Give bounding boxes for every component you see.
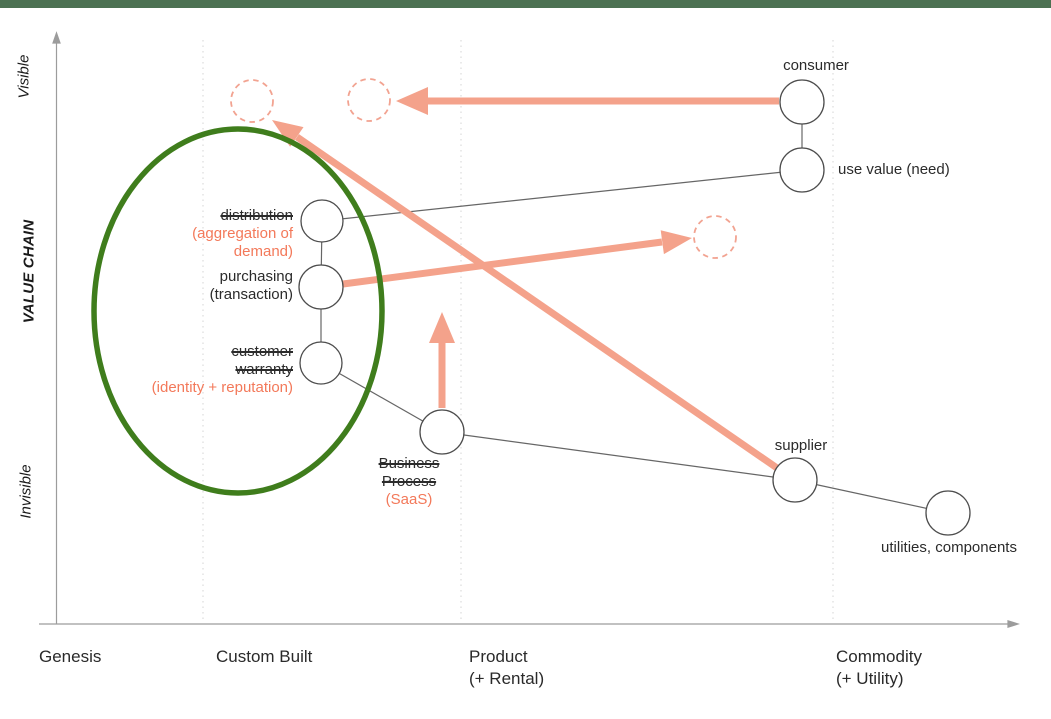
x-label-product-line2: (+ Rental): [469, 669, 545, 688]
evolution-gridlines: [202, 40, 834, 623]
label-utilities: utilities, components: [881, 539, 1017, 556]
axes: [39, 31, 1020, 629]
x-label-product-line1: Product: [469, 647, 528, 666]
label-distribution-old: distribution: [220, 207, 293, 224]
node-utilities: [925, 490, 971, 536]
top-accent-bar: [0, 0, 1051, 8]
label-business-process: Business Process (SaaS): [349, 455, 469, 509]
component-nodes: [298, 79, 971, 536]
node-business-process: [419, 409, 465, 455]
edge-supplier-utilities: [794, 479, 949, 514]
arrow-consumer-left: [396, 87, 779, 115]
node-customer-warranty: [299, 341, 343, 385]
y-axis-title: VALUE CHAIN: [20, 219, 38, 324]
node-use-value: [779, 147, 825, 193]
node-purchasing: [298, 264, 344, 310]
label-use-value: use value (need): [838, 161, 950, 178]
y-axis-visible-label: Visible: [15, 54, 33, 99]
future-circle-genesis: [230, 79, 274, 123]
x-label-commodity-line1: Commodity: [836, 647, 922, 666]
x-label-product: Product (+ Rental): [469, 646, 544, 690]
x-axis-arrowhead: [1007, 619, 1020, 629]
future-circle-product: [693, 215, 737, 259]
label-consumer: consumer: [783, 57, 849, 74]
x-label-genesis: Genesis: [39, 647, 102, 666]
evolution-arrows: [272, 87, 779, 471]
edge-usevalue-distribution: [321, 169, 803, 222]
x-label-custom-built: Custom Built: [216, 647, 313, 666]
y-axis-invisible-label: Invisible: [17, 464, 35, 519]
label-warranty-old-line1: customer: [231, 343, 293, 360]
label-warranty-old-line2: warranty: [235, 361, 293, 378]
label-purchasing-line2: (transaction): [209, 286, 293, 303]
label-bp-old-line1: Business: [378, 455, 440, 472]
label-bp-old-line2: Process: [381, 473, 437, 490]
label-distribution-new-line2: demand): [233, 243, 293, 260]
label-purchasing-line1: purchasing: [219, 268, 293, 285]
arrow-supplier-to-genesis: [272, 120, 779, 471]
highlight-ellipse: [91, 126, 385, 496]
node-consumer: [779, 79, 825, 125]
future-position-circles: [230, 78, 737, 259]
label-distribution-new-line1: (aggregation of: [192, 225, 293, 242]
edge-businessprocess-supplier: [441, 431, 796, 481]
node-distribution: [300, 199, 344, 243]
arrow-businessprocess-up: [429, 312, 455, 408]
label-purchasing: purchasing (transaction): [133, 268, 293, 304]
edge-warranty-businessprocess: [320, 362, 443, 433]
label-distribution: distribution (aggregation of demand): [133, 207, 293, 261]
node-supplier: [772, 457, 818, 503]
label-supplier: supplier: [774, 437, 828, 454]
future-circle-custom: [347, 78, 391, 122]
label-customer-warranty: customer warranty (identity + reputation…: [103, 343, 293, 397]
arrow-purchasing-right: [342, 230, 692, 288]
x-label-commodity-line2: (+ Utility): [836, 669, 904, 688]
label-bp-new: (SaaS): [385, 491, 433, 508]
y-axis-arrowhead: [52, 31, 61, 44]
x-label-commodity: Commodity (+ Utility): [836, 646, 922, 690]
label-warranty-new: (identity + reputation): [151, 379, 293, 396]
